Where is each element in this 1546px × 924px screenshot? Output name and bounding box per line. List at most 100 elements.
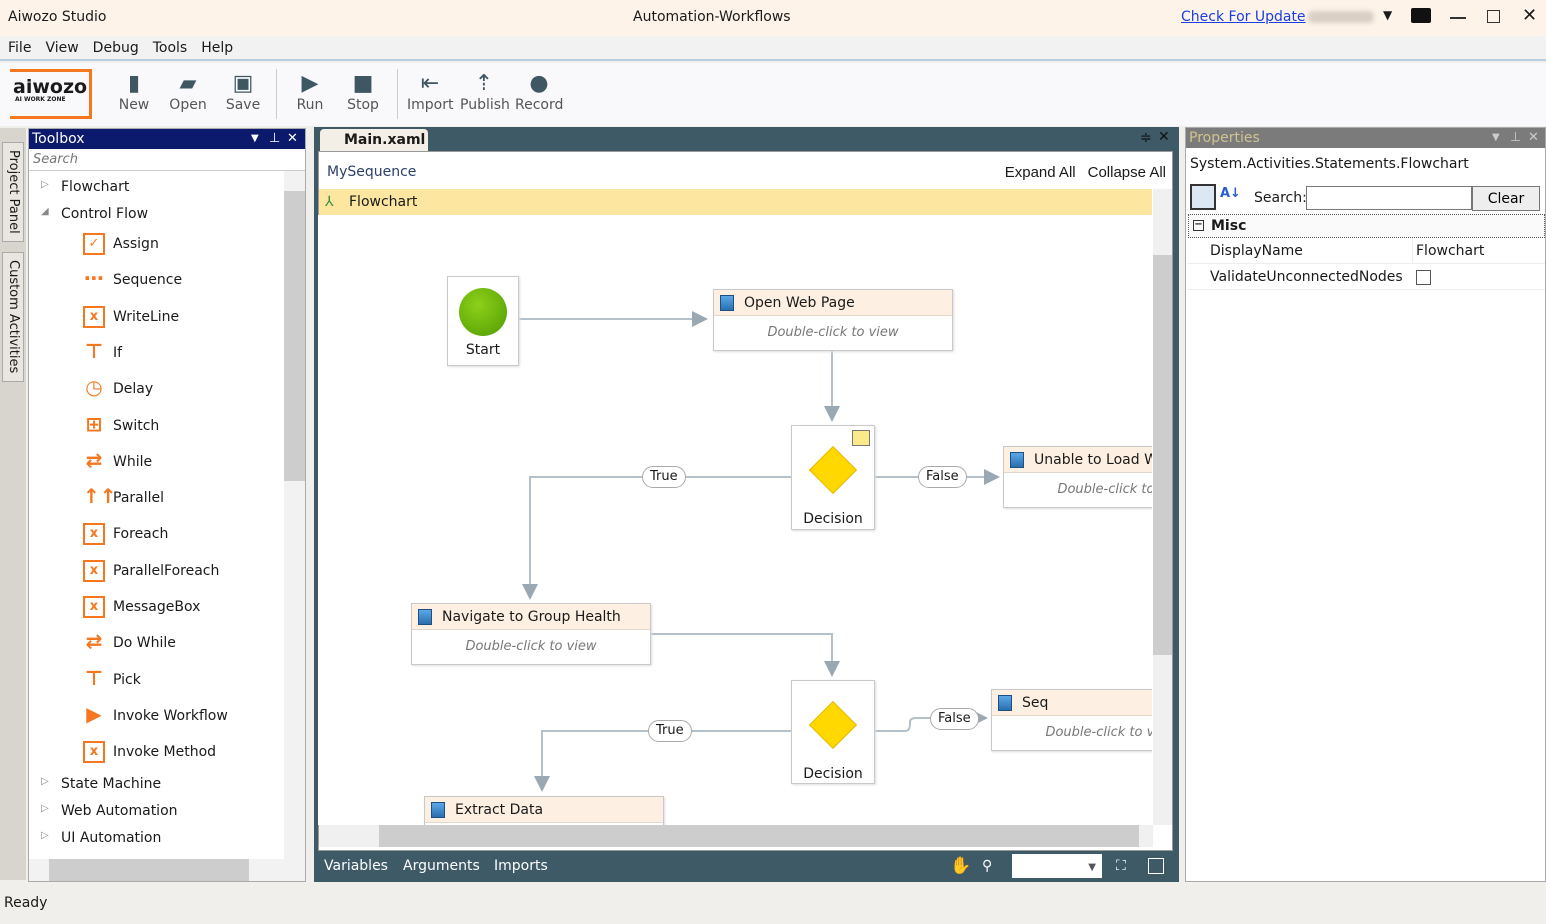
new-button[interactable]: ▮New [118,71,150,113]
start-node[interactable]: Start [447,276,519,366]
folder-icon: ▰ [179,71,197,96]
minimize-icon[interactable] [1450,17,1466,19]
connectors [519,311,1000,792]
close-icon[interactable]: ✕ [287,131,298,146]
activity-icon: ⊤ [84,338,104,363]
navigate-group-health-activity[interactable]: Navigate to Group Health Double-click to… [411,603,651,665]
property-row-displayname: DisplayName Flowchart [1188,238,1545,264]
collapsed-arrow-icon[interactable]: ▷ [41,803,49,814]
misc-category[interactable]: − Misc [1188,214,1545,238]
user-name-blurred[interactable] [1308,11,1374,23]
open-web-page-activity[interactable]: Open Web Page Double-click to view [713,289,953,351]
start-circle-icon [459,288,507,336]
arguments-tab[interactable]: Arguments [403,858,480,874]
toolbox-item[interactable]: ↑↑Parallel [83,484,165,509]
toolbox-group[interactable]: ◢Control Flow [41,206,149,222]
zoom-icon[interactable]: ⚲ [982,858,993,874]
close-icon[interactable]: ✕ [1158,129,1170,145]
toolbox-group[interactable]: ▷UI Automation [41,830,162,846]
close-icon[interactable]: ✕ [1528,130,1539,145]
breadcrumb[interactable]: MySequence [327,164,417,180]
document-title: Automation-Workflows [633,9,791,25]
variables-tab[interactable]: Variables [324,858,388,874]
check-for-update-link[interactable]: Check For Update [1181,9,1306,25]
toolbox-item[interactable]: ✓Assign [83,233,159,255]
toolbox-item[interactable]: ⊤If [84,338,123,363]
fit-to-screen-icon[interactable]: ⛶ [1116,858,1126,874]
unable-to-load-activity[interactable]: Unable to Load Web Page Double-click to … [1003,446,1152,508]
maximize-icon[interactable] [1487,10,1500,23]
collapsed-arrow-icon[interactable]: ▷ [41,830,49,841]
clear-button[interactable]: Clear [1472,186,1540,211]
save-button[interactable]: ▣Save [225,71,261,113]
expanded-arrow-icon[interactable]: ◢ [41,206,49,217]
run-button[interactable]: ▶Run [294,71,326,113]
toolbox-item[interactable]: ⊞Switch [83,411,160,437]
collapsed-arrow-icon[interactable]: ▷ [41,179,49,190]
pin-icon[interactable]: ⊥ [269,131,281,146]
validate-checkbox[interactable] [1416,270,1431,285]
toolbox-vertical-scrollbar[interactable] [284,171,305,859]
collapsed-arrow-icon[interactable]: ▷ [41,776,49,787]
toolbox-item[interactable]: ⋯Sequence [84,266,183,291]
toolbox-tree: ▷Flowchart ◢Control Flow ✓Assign ⋯Sequence x… [29,171,283,859]
publish-button[interactable]: ⇡Publish [460,71,510,113]
seq-activity[interactable]: Seq Double-click to view [991,689,1152,751]
pin-icon[interactable]: ⊥ [1510,130,1522,145]
menu-tools[interactable]: Tools [152,40,188,56]
feedback-icon[interactable] [1411,8,1431,23]
categorized-view-icon[interactable] [1190,184,1216,210]
imports-tab[interactable]: Imports [494,858,548,874]
tab-main-xaml[interactable]: Main.xaml [320,129,428,151]
toolbox-item[interactable]: ⊤Pick [84,665,141,690]
toolbox-group[interactable]: ▷Web Automation [41,803,178,819]
activity-icon: x [83,305,105,328]
flowchart-root-header[interactable]: ⅄ Flowchart [319,189,1152,216]
zoom-level-select[interactable]: ▼ [1012,854,1102,878]
menu-view[interactable]: View [45,40,79,56]
toolbox-search-input[interactable] [29,149,305,171]
dropdown-icon[interactable]: ▼ [251,133,259,144]
decision-node-2[interactable]: Decision [791,680,875,784]
toolbox-item[interactable]: ▶Invoke Workflow [83,704,228,727]
tab-menu-icon[interactable]: ≑ [1140,130,1152,146]
chevron-down-icon[interactable]: ▼ [1383,8,1393,22]
toolbox-item[interactable]: ⇄While [83,450,153,473]
toolbox-group[interactable]: ▷Flowchart [41,179,130,195]
overview-map-icon[interactable] [1148,858,1164,874]
activity-icon: x [83,523,105,546]
toolbox-horizontal-scrollbar[interactable] [29,859,305,881]
toolbox-group[interactable]: ▷State Machine [41,776,162,792]
toolbox-item[interactable]: ◷Delay [83,377,153,400]
stop-button[interactable]: ■Stop [347,71,379,113]
displayname-value[interactable]: Flowchart [1412,238,1484,264]
decision-node-1[interactable]: Decision [791,425,875,530]
tab-custom-activities[interactable]: Custom Activities [2,252,24,382]
open-button[interactable]: ▰Open [169,71,207,113]
expand-all-button[interactable]: Expand All [1004,164,1076,181]
annotation-note-icon[interactable] [852,430,870,446]
tab-project-panel[interactable]: Project Panel [2,142,24,242]
record-button[interactable]: ●Record [515,71,564,113]
dropdown-icon[interactable]: ▼ [1492,132,1500,143]
activity-icon: ⊞ [85,411,103,436]
canvas-vertical-scrollbar[interactable] [1153,189,1172,825]
menu-debug[interactable]: Debug [92,40,139,56]
sort-alphabetical-icon[interactable]: A↓ [1220,186,1241,201]
menu-file[interactable]: File [8,40,32,56]
toolbox-item[interactable]: ⇄Do While [83,631,176,654]
menu-help[interactable]: Help [201,40,234,56]
close-icon[interactable]: ✕ [1522,5,1538,26]
properties-search-input[interactable] [1306,186,1472,210]
collapse-icon[interactable]: − [1193,219,1204,231]
extract-data-activity[interactable]: Extract Data [424,796,664,825]
pan-hand-icon[interactable]: ✋ [950,856,972,876]
import-button[interactable]: ⇤Import [407,71,454,113]
collapse-all-button[interactable]: Collapse All [1087,164,1166,181]
canvas-horizontal-scrollbar[interactable] [319,825,1153,847]
